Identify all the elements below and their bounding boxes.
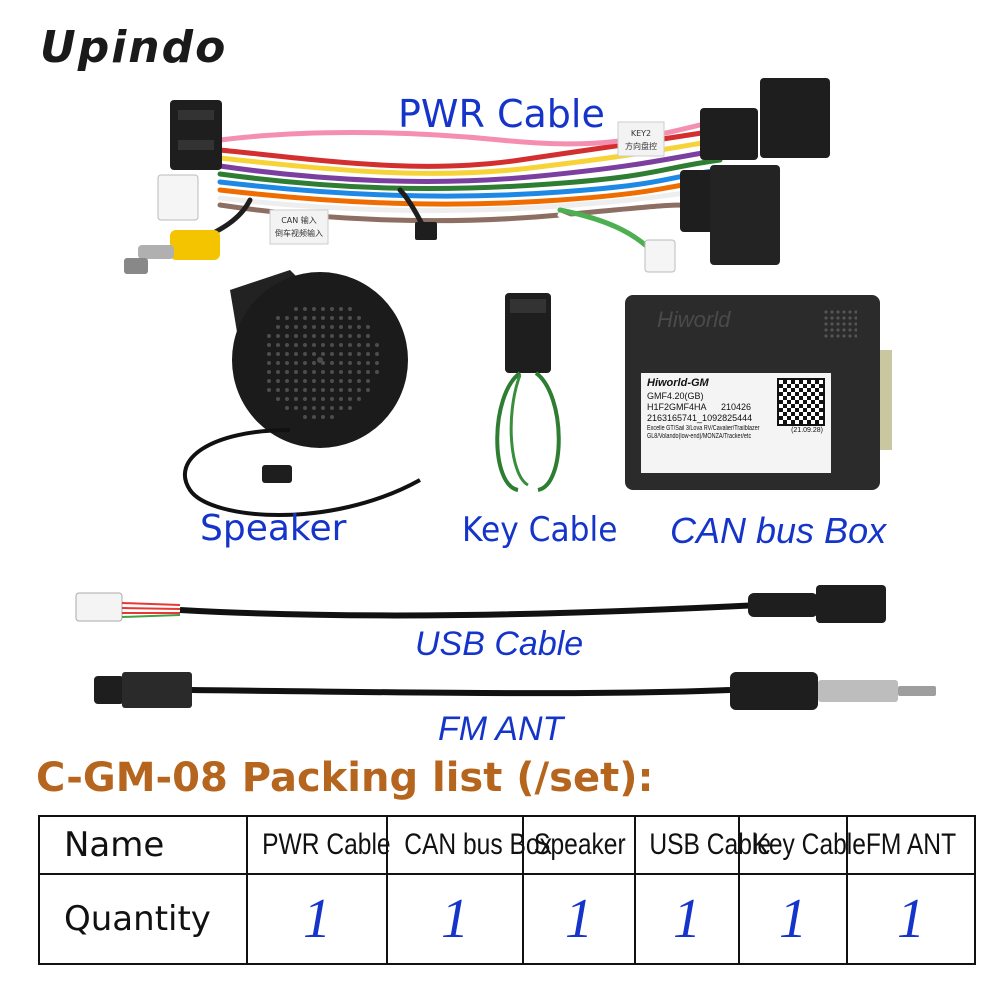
usb-cable-image (75, 585, 886, 623)
harness-tag-can: CAN 输入 (281, 215, 317, 225)
sticker-line-6: GL8/Volando(low-end)/MONZA/Tracker/etc (647, 433, 752, 441)
sticker-date: (21.09.28) (791, 427, 823, 434)
can-box-sticker: Hiworld-GM GMF4.20(GB) H1F2GMF4HA 210426… (641, 373, 831, 473)
packing-item-name: Speaker (522, 815, 636, 875)
fm-ant-label: FM ANT (438, 710, 564, 748)
pwr-cable-label: PWR Cable (398, 92, 605, 136)
packing-item-name: CAN bus Box (386, 815, 552, 875)
can-box-connector (880, 350, 892, 450)
packing-item-name: FM ANT (846, 815, 976, 875)
packing-item-quantity: 1 (634, 872, 740, 966)
brand-logo: Upindo (40, 22, 228, 73)
can-bus-box-label: CAN bus Box (670, 510, 887, 551)
can-box-vent (823, 309, 857, 339)
packing-item-quantity: 1 (846, 872, 976, 966)
packing-item-name: Key Cable (738, 815, 866, 875)
packing-item-name: USB Cable (634, 815, 771, 875)
sticker-line-4: 2163165741_1092825444 (647, 413, 753, 424)
can-box-logo: Hiworld (657, 307, 731, 332)
name-row-header: Name (38, 815, 248, 875)
packing-item-quantity: 1 (738, 872, 848, 966)
key-cable-label: Key Cable (462, 510, 618, 550)
sticker-line-2: GMF4.20(GB) (647, 390, 704, 401)
quantity-row-header: Quantity (38, 872, 248, 966)
packing-item-quantity: 1 (522, 872, 636, 966)
speaker-label: Speaker (200, 508, 347, 549)
harness-tag-key2: KEY2 (631, 129, 651, 138)
sticker-line-3: H1F2GMF4HA 210426 (647, 402, 752, 412)
packing-name-row: Name PWR Cable CAN bus Box Speaker USB C… (38, 815, 976, 875)
packing-item-name: PWR Cable (246, 815, 391, 875)
sticker-line-1: Hiworld-GM (647, 377, 709, 389)
packing-item-quantity: 1 (246, 872, 388, 966)
packing-list-title: C-GM-08 Packing list (/set): (36, 755, 654, 801)
can-bus-box-image: Hiworld Hiworld-GM GMF4.20(GB) H1F2GMF4H… (625, 295, 892, 490)
packing-quantity-row: Quantity 1 1 1 1 1 1 (38, 872, 976, 966)
packing-item-quantity: 1 (386, 872, 524, 966)
packing-table: Name PWR Cable CAN bus Box Speaker USB C… (38, 815, 976, 966)
qr-code-icon (777, 378, 825, 426)
fm-ant-cable-image (94, 672, 936, 710)
speaker-image (182, 270, 421, 517)
key-cable-image (495, 293, 561, 492)
harness-tag-steering: 方向盘控 (625, 141, 657, 151)
sticker-line-5: Excelle GT/Sail 3/Lova RV/Cavalier/Trail… (647, 424, 760, 432)
usb-cable-label: USB Cable (415, 625, 584, 663)
harness-tag-rear-video: 倒车视频输入 (275, 228, 323, 238)
pwr-cable-harness-image: CAN 输入 倒车视频输入 KEY2 方向盘控 (124, 78, 830, 274)
